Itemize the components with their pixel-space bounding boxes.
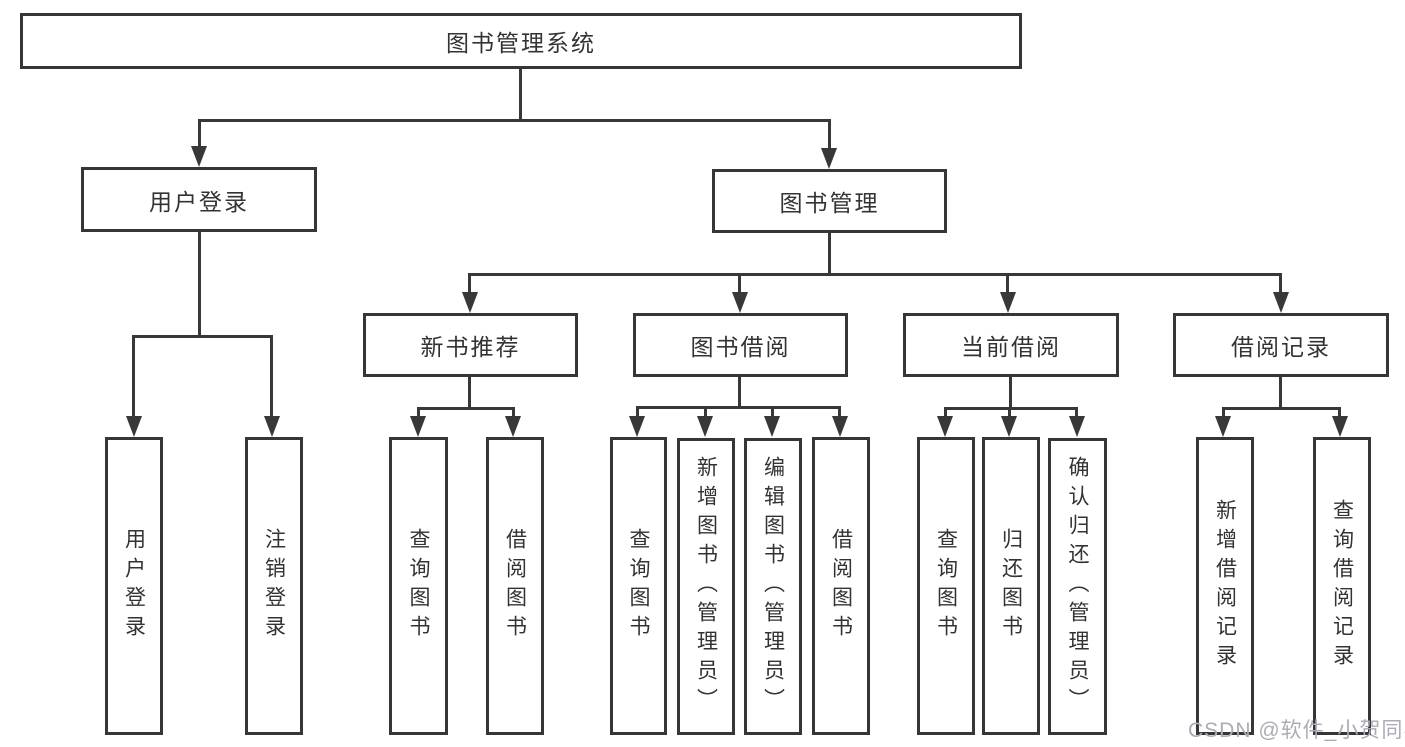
leaf-user-login: 用户登录 [105,437,163,735]
connector-records-drop [1338,407,1341,418]
connector-userlogin-drop [270,335,273,419]
arrowhead [462,292,478,313]
connector-bookmgmt-bar [468,273,1282,276]
arrowhead [1273,292,1289,313]
connector-bookmgmt-drop [1279,273,1282,294]
arrowhead [937,416,953,437]
connector-root-drop-right [828,119,831,149]
connector-bookmgmt-drop [468,273,471,294]
arrowhead [264,416,280,437]
arrowhead [410,416,426,437]
node-user-login: 用户登录 [81,167,317,232]
connector-borrow-stem [738,377,741,408]
node-borrow-records: 借阅记录 [1173,313,1389,377]
connector-newbook-drop [512,407,515,418]
arrowhead [732,292,748,313]
connector-root-stem [519,69,522,121]
connector-root-bar [198,119,831,122]
arrowhead [1069,416,1085,437]
connector-current-bar [944,407,1078,410]
leaf-confirm-return-admin: 确认归还（管理员） [1048,438,1107,735]
node-current-borrow: 当前借阅 [903,313,1119,377]
arrowhead [1332,416,1348,437]
connector-borrow-drop [838,406,841,418]
connector-bookmgmt-drop [1006,273,1009,294]
arrowhead [697,416,713,437]
node-root: 图书管理系统 [20,13,1022,69]
connector-records-bar [1222,407,1341,410]
connector-borrow-drop [771,406,774,418]
arrowhead [1215,416,1231,437]
watermark: CSDN @软件_小贺同学 [1188,719,1405,742]
leaf-edit-book-admin: 编辑图书（管理员） [744,438,802,735]
connector-newbook-drop [417,407,420,418]
connector-current-drop [1008,407,1011,418]
connector-root-drop-left [198,119,201,149]
connector-userlogin-bar [132,335,273,338]
leaf-query-book: 查询图书 [389,437,448,735]
arrowhead [126,416,142,437]
leaf-return-book: 归还图书 [982,437,1040,735]
leaf-query-book: 查询图书 [610,437,667,735]
leaf-borrow-book: 借阅图书 [486,437,544,735]
arrowhead [1000,292,1016,313]
connector-bookmgmt-stem [828,233,831,276]
connector-borrow-bar [636,406,841,409]
connector-borrow-drop [636,406,639,418]
connector-userlogin-drop [132,335,135,419]
connector-current-drop [1075,407,1078,418]
leaf-query-borrow-record: 查询借阅记录 [1313,437,1371,735]
leaf-borrow-book: 借阅图书 [812,437,870,735]
arrowhead [764,416,780,437]
arrowhead [832,416,848,437]
connector-records-drop [1222,407,1225,418]
leaf-add-borrow-record: 新增借阅记录 [1196,437,1254,735]
connector-borrow-drop [704,406,707,418]
node-book-borrow: 图书借阅 [633,313,848,377]
connector-newbook-stem [468,377,471,409]
connector-newbook-bar [417,407,515,410]
leaf-add-book-admin: 新增图书（管理员） [677,438,735,735]
connector-bookmgmt-drop [738,273,741,294]
arrowhead [821,148,837,169]
node-new-book-recommend: 新书推荐 [363,313,578,377]
leaf-query-book: 查询图书 [917,437,975,735]
arrowhead [505,416,521,437]
connector-current-stem [1009,377,1012,408]
arrowhead [191,146,207,167]
arrowhead [1001,416,1017,437]
node-book-management: 图书管理 [712,169,947,233]
leaf-logout: 注销登录 [245,437,303,735]
connector-current-drop [944,407,947,418]
connector-userlogin-stem [198,232,201,337]
connector-records-stem [1279,377,1282,408]
arrowhead [629,416,645,437]
